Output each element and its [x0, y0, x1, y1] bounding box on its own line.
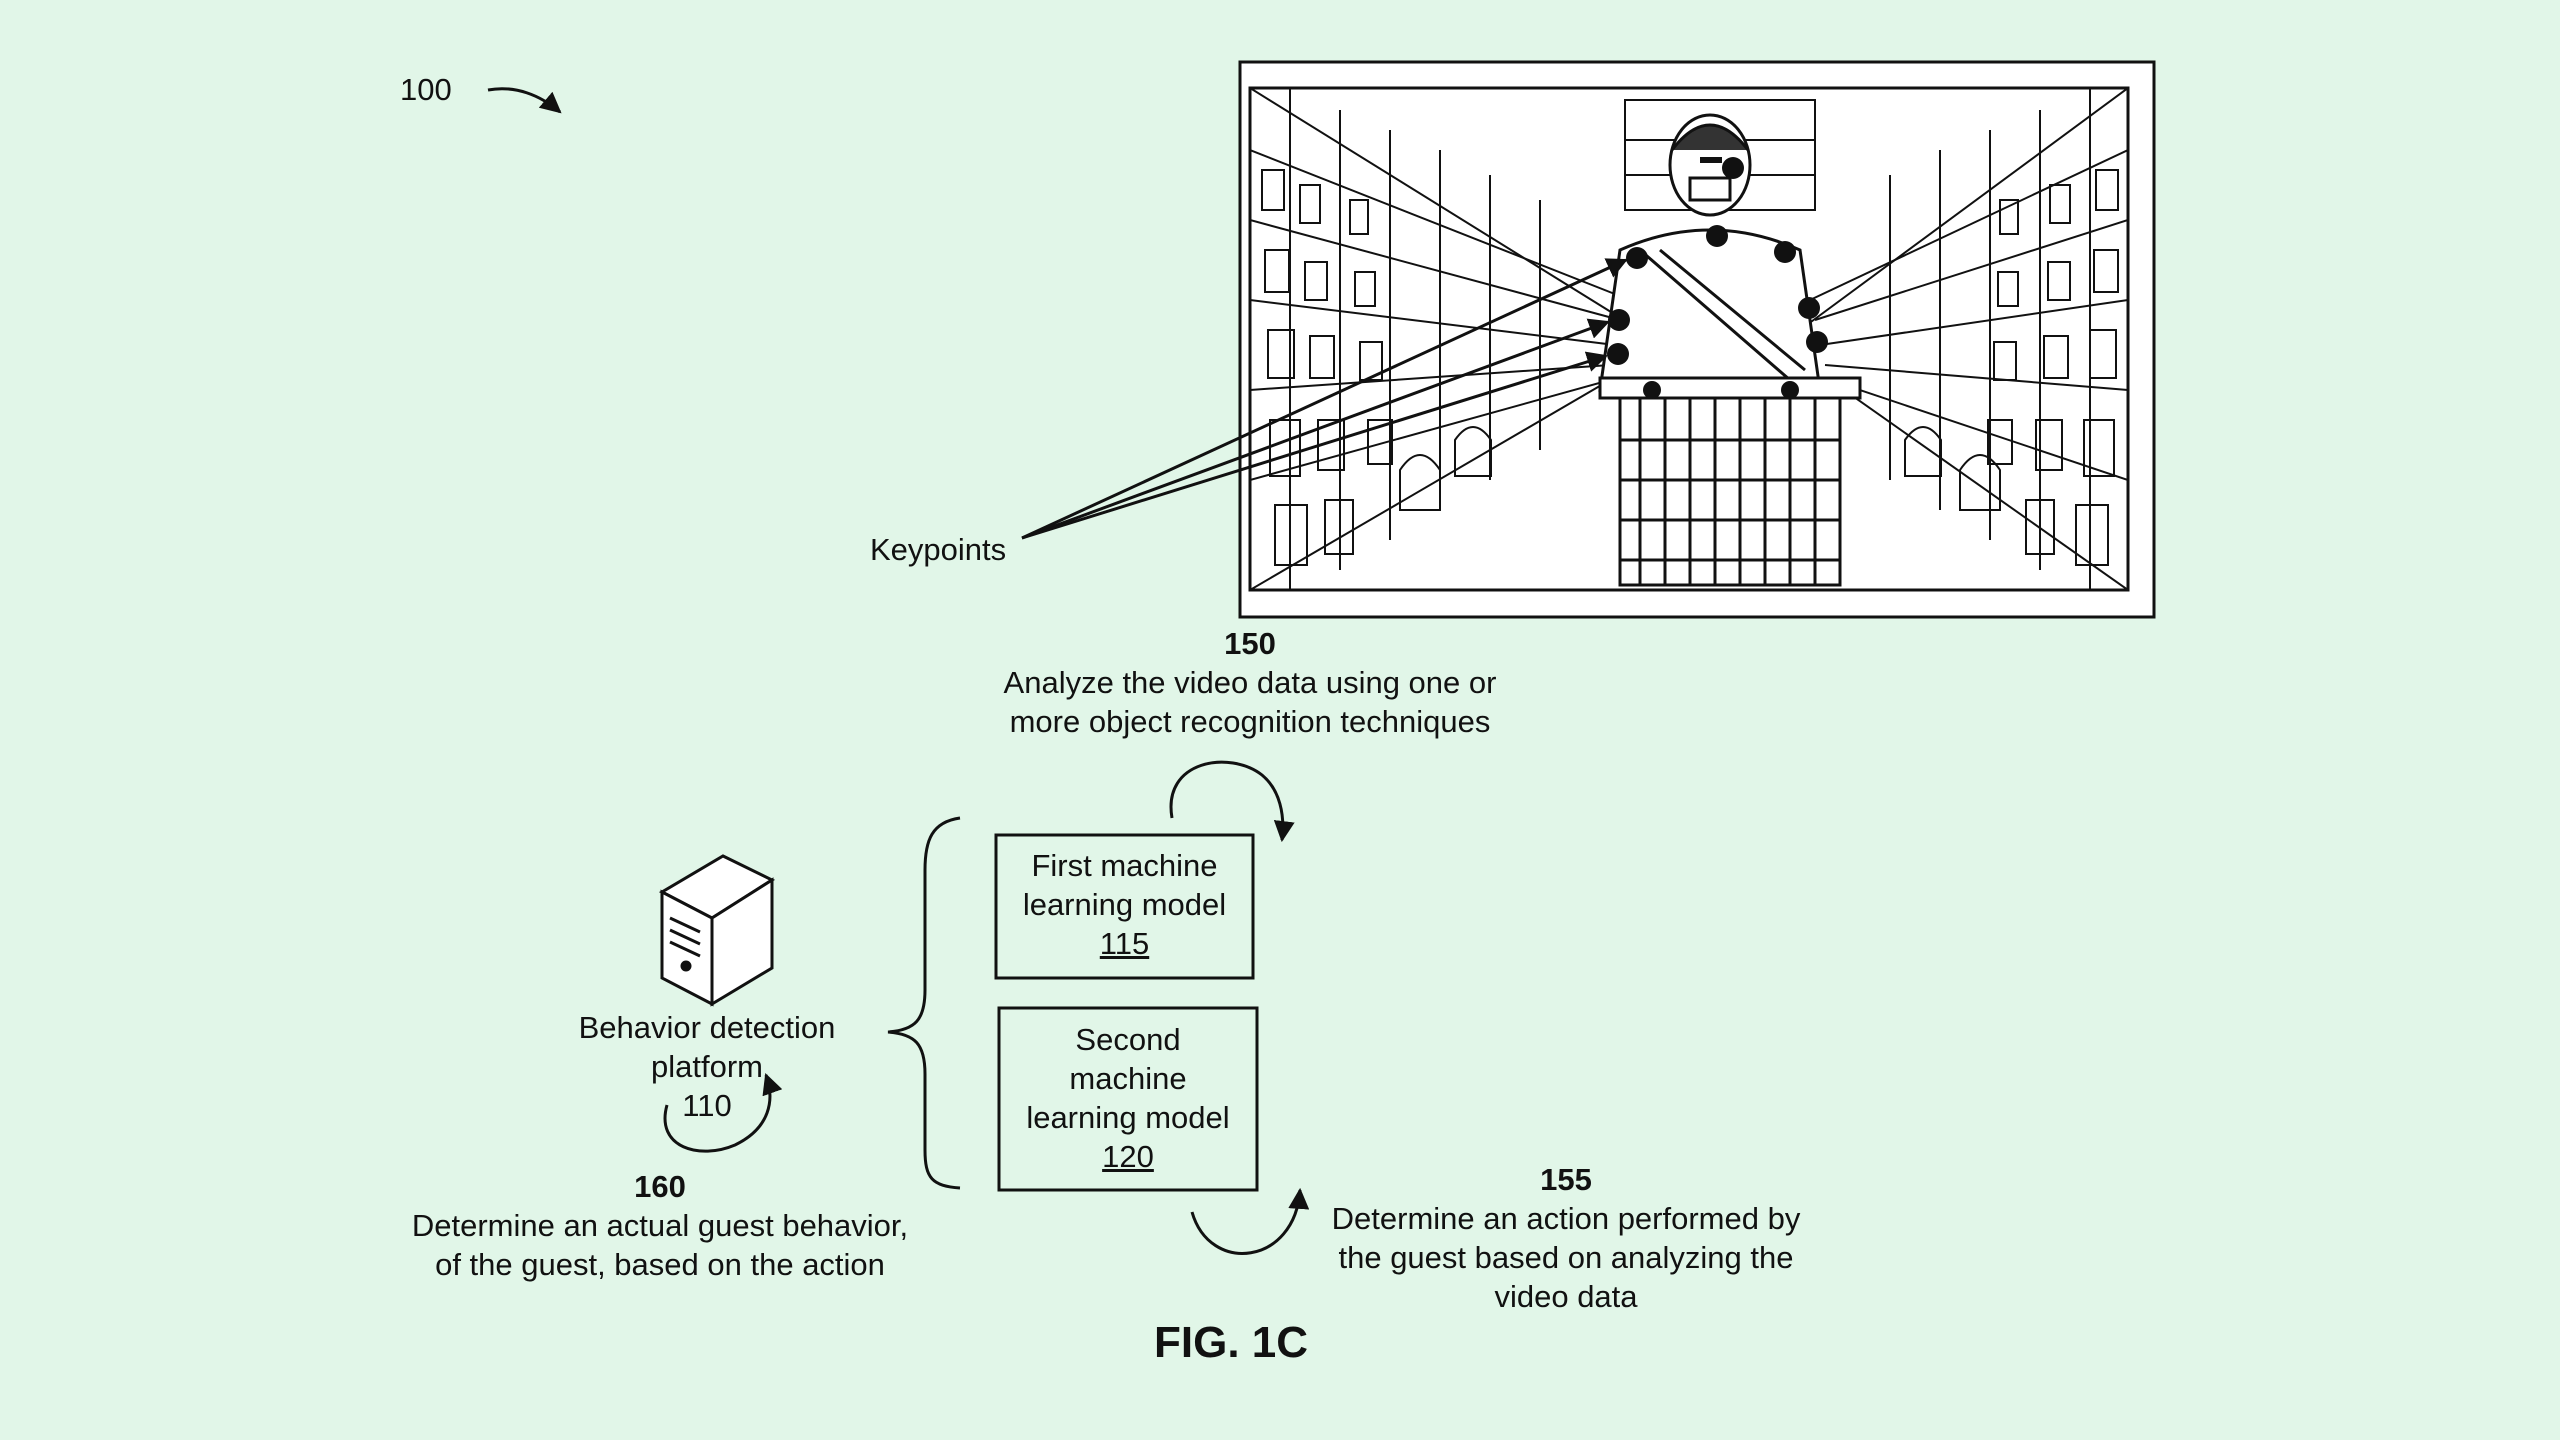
- keypoint-arrows: [1021, 258, 1628, 540]
- step-150-text-line2: more object recognition techniques: [1009, 704, 1491, 739]
- models-brace: [887, 816, 961, 1190]
- shopper-figure: [1598, 113, 1862, 587]
- step-160-number: 160: [634, 1169, 686, 1204]
- step-155-text-line2: the guest based on analyzing the: [1338, 1240, 1794, 1275]
- step-160-text-line1: Determine an actual guest behavior,: [411, 1208, 909, 1243]
- step-150-cycle-arrow: [1169, 760, 1295, 843]
- model-2-line2: machine: [1069, 1061, 1187, 1096]
- step-160-cycle-arrow: [663, 1073, 783, 1153]
- step-155-text-line1: Determine an action performed by: [1331, 1201, 1801, 1236]
- keypoints-label: Keypoints: [870, 532, 1007, 567]
- model-1-line1: First machine: [1031, 848, 1218, 883]
- model-1-ref: 115: [1099, 926, 1150, 961]
- model-1-line2: learning model: [1022, 887, 1227, 922]
- platform-line1: Behavior detection: [578, 1010, 836, 1045]
- model-2-line3: learning model: [1026, 1100, 1230, 1135]
- right-shelves: [1809, 88, 2128, 590]
- figure-label: FIG. 1C: [1154, 1318, 1309, 1367]
- model-1-label: First machine learning model 115: [996, 846, 1253, 963]
- step-160-text-line2: of the guest, based on the action: [435, 1247, 885, 1282]
- model-1-box: [994, 833, 1255, 980]
- platform-ref: 110: [682, 1088, 732, 1123]
- video-frame-image: [1238, 60, 2156, 619]
- left-shelves: [1250, 88, 1631, 590]
- step-150-text-line1: Analyze the video data using one or: [1003, 665, 1497, 700]
- ref-100-label: 100: [400, 72, 452, 107]
- server-icon: [658, 854, 776, 1007]
- step-150-number: 150: [1224, 626, 1276, 661]
- platform-line2: platform: [651, 1049, 763, 1084]
- step-155-text-line3: video data: [1494, 1279, 1638, 1314]
- step-155-number: 155: [1540, 1162, 1592, 1197]
- platform-label: Behavior detection platform 110: [507, 1008, 907, 1125]
- model-2-ref: 120: [1102, 1139, 1154, 1174]
- model-2-label: Second machine learning model 120: [999, 1020, 1257, 1176]
- model-2-line1: Second: [1075, 1022, 1181, 1057]
- model-2-box: [997, 1006, 1259, 1192]
- step-155-cycle-arrow: [1190, 1187, 1310, 1255]
- ref-100-arrow: [487, 87, 562, 114]
- keypoint-markers: [1607, 157, 1828, 399]
